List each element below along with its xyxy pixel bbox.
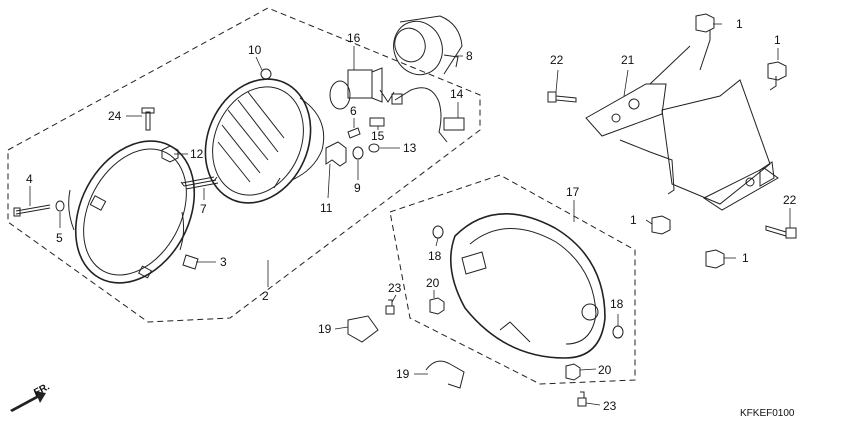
callout-15: 15 [371, 129, 385, 143]
headlight-case [449, 212, 606, 359]
callout-9: 9 [354, 181, 361, 195]
callout-labels: 1 1 1 1 2 3 4 5 6 7 8 9 10 11 12 13 14 1… [26, 17, 797, 413]
callout-4: 4 [26, 172, 33, 186]
callout-8: 8 [466, 49, 473, 63]
callout-1: 1 [742, 251, 749, 265]
callout-11: 11 [320, 201, 333, 215]
callout-18: 18 [610, 297, 624, 311]
callout-20: 20 [598, 363, 612, 377]
wire-harness [391, 87, 465, 143]
diagram-code: KFKEF0100 [740, 408, 795, 419]
callout-23: 23 [603, 399, 617, 413]
callout-1: 1 [630, 213, 637, 227]
dust-cover [393, 15, 463, 76]
callout-1: 1 [736, 17, 743, 31]
callout-3: 3 [220, 255, 227, 269]
headlight-rim [68, 140, 199, 284]
case-group-box [389, 174, 636, 385]
callout-14: 14 [450, 87, 464, 101]
callout-21: 21 [621, 53, 635, 67]
small-fittings [13, 107, 385, 217]
callout-16: 16 [347, 31, 361, 45]
front-direction-label: FR. [32, 381, 52, 398]
headlight-group-box [7, 7, 481, 323]
callout-19: 19 [396, 367, 410, 381]
bolts-22 [547, 91, 797, 239]
callout-12: 12 [190, 147, 204, 161]
callout-18: 18 [428, 249, 442, 263]
callout-7: 7 [200, 202, 207, 216]
callout-19: 19 [318, 322, 332, 336]
headlight-unit [204, 68, 325, 204]
callout-1: 1 [774, 33, 781, 47]
callout-24: 24 [108, 109, 122, 123]
callout-5: 5 [56, 231, 63, 245]
callout-13: 13 [403, 141, 417, 155]
callout-22: 22 [550, 53, 564, 67]
callout-20: 20 [426, 276, 440, 290]
headlight-stay [585, 30, 779, 211]
case-fittings [347, 225, 624, 407]
callout-10: 10 [248, 43, 262, 57]
mounting-nuts [651, 13, 787, 269]
callout-2: 2 [262, 289, 269, 303]
leader-lines [29, 23, 791, 406]
callout-17: 17 [566, 185, 580, 199]
front-direction-arrow: FR. [10, 381, 52, 412]
callout-23: 23 [388, 281, 402, 295]
callout-6: 6 [350, 104, 357, 118]
callout-22: 22 [783, 193, 797, 207]
headlight-bulb [329, 67, 395, 110]
